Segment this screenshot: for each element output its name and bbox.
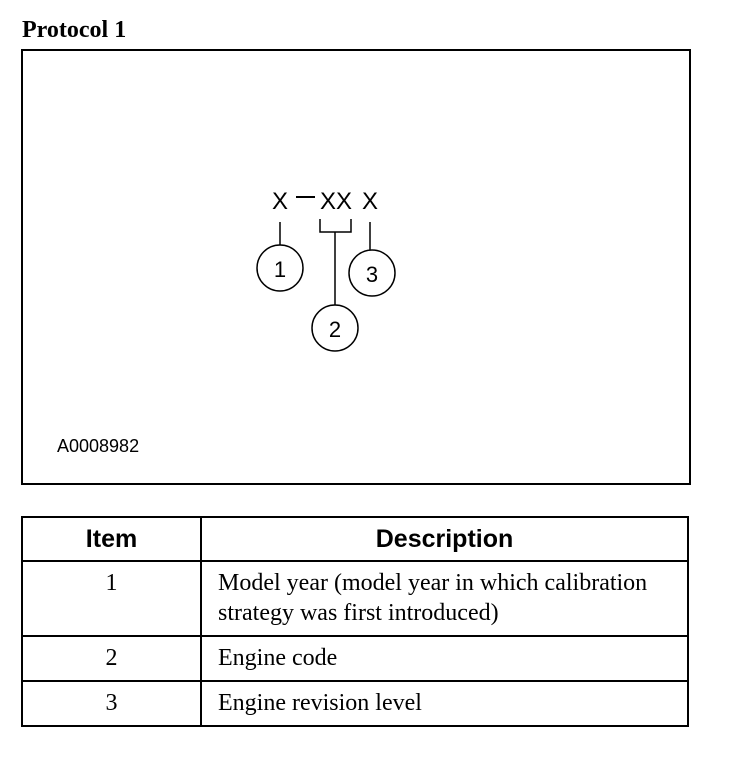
table-row: 1 Model year (model year in which calibr… <box>21 560 689 637</box>
protocol-diagram: X XX X 1 3 2 A0008982 <box>21 49 691 485</box>
callout-3-label: 3 <box>366 262 378 287</box>
item-description-table: Item Description 1 Model year (model yea… <box>21 516 689 727</box>
callout-2: 2 <box>311 304 359 352</box>
callout-1: 1 <box>256 244 304 292</box>
callout-3: 3 <box>348 249 396 297</box>
item-description: Model year (model year in which calibrat… <box>200 560 689 637</box>
item-number: 1 <box>21 560 202 637</box>
table-row: 3 Engine revision level <box>21 680 689 727</box>
table-row: 2 Engine code <box>21 635 689 682</box>
column-header-item: Item <box>21 516 202 562</box>
item-description: Engine code <box>200 635 689 682</box>
item-description: Engine revision level <box>200 680 689 727</box>
code-char-revision: X <box>362 188 378 215</box>
table-header-row: Item Description <box>21 516 689 562</box>
item-number: 2 <box>21 635 202 682</box>
item-number: 3 <box>21 680 202 727</box>
callout-1-label: 1 <box>274 257 286 282</box>
code-chars-engine-code: XX <box>320 188 352 215</box>
code-char-model-year: X <box>272 188 288 215</box>
figure-id: A0008982 <box>57 436 140 456</box>
page-heading: Protocol 1 <box>22 17 127 43</box>
diagram-canvas: X XX X 1 3 2 <box>256 188 396 352</box>
column-header-description: Description <box>200 516 689 562</box>
bracket-engine-code <box>319 219 352 233</box>
callout-2-label: 2 <box>329 317 341 342</box>
